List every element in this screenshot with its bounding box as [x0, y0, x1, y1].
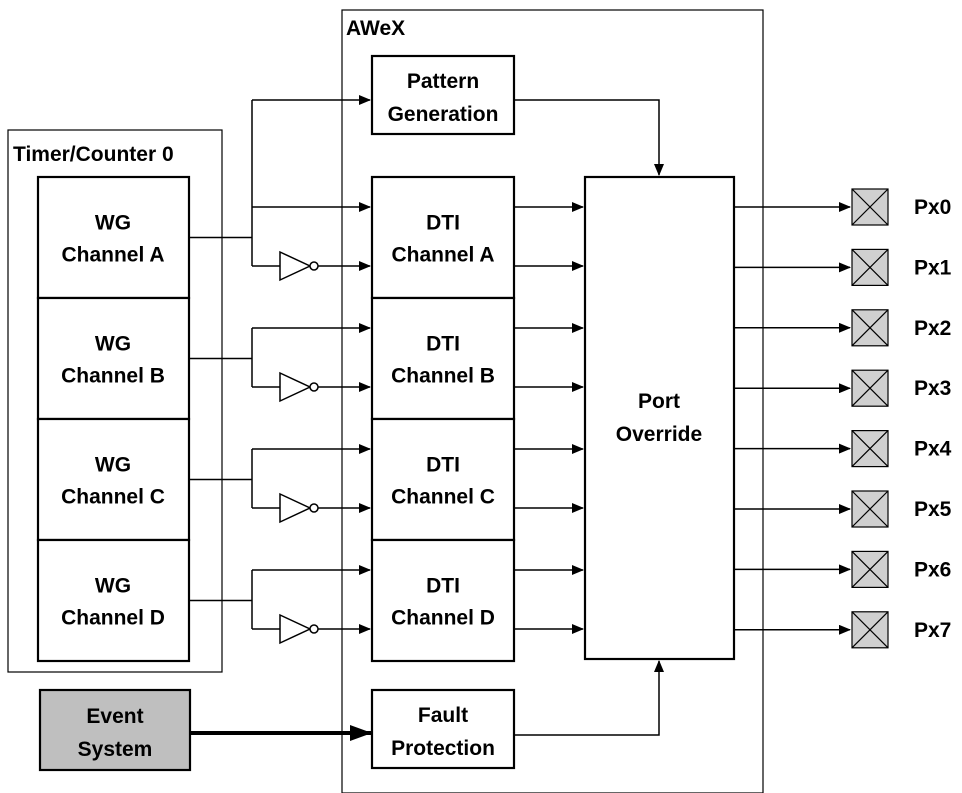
channel-rows: WG Channel A DTI Channel A WG Channel B DTI Cha… — [36, 100, 584, 663]
dti-channel-b-label-2: Channel B — [391, 365, 495, 388]
pin-1-label: Px1 — [914, 256, 952, 279]
pin-3-label: Px3 — [914, 377, 951, 400]
wg-channel-a-block — [36, 175, 191, 300]
inverter-d-icon — [279, 613, 312, 645]
pin-5-cross-2 — [851, 490, 889, 528]
dti-channel-a-block — [370, 175, 516, 300]
pattern-generation-block — [370, 54, 516, 136]
timer-counter-label: Timer/Counter 0 — [13, 143, 174, 166]
inverter-c-bubble — [309, 503, 319, 513]
wg-channel-b-block — [36, 296, 191, 421]
wg-channel-b-label-2: Channel B — [61, 365, 165, 388]
pin-6-cross-2 — [851, 550, 889, 588]
pattern-generation-label-1: Pattern — [407, 70, 479, 93]
dti-channel-a-label-1: DTI — [426, 212, 460, 235]
inverter-d-bubble — [309, 624, 319, 634]
timer-counter-group — [7, 129, 223, 673]
dti-channel-d-label-1: DTI — [426, 575, 460, 598]
event-system-block — [38, 688, 192, 772]
port-override-label-2: Override — [616, 423, 702, 446]
fault-protection-label-2: Protection — [391, 737, 495, 760]
port-override-label-1: Port — [638, 390, 680, 413]
awex-label: AWeX — [346, 17, 405, 40]
dti-channel-c-label-1: DTI — [426, 454, 460, 477]
event-system-label-2: System — [78, 738, 153, 761]
fault-to-port-arrow — [514, 660, 664, 736]
wg-channel-d-label-2: Channel D — [61, 607, 165, 630]
inverter-a-icon — [279, 250, 312, 282]
awex-group — [341, 9, 764, 793]
pin-5-label: Px5 — [914, 498, 952, 521]
wg-channel-d-block — [36, 538, 191, 663]
pattern-generation-label-2: Generation — [388, 103, 499, 126]
dti-channel-d-label-2: Channel D — [391, 607, 495, 630]
inverter-b-bubble — [309, 382, 319, 392]
fault-protection-label-1: Fault — [418, 704, 468, 727]
dti-channel-c-block — [370, 417, 516, 542]
pin-4-label: Px4 — [914, 438, 952, 461]
pin-0-label: Px0 — [914, 196, 951, 219]
inverter-a-bubble — [309, 261, 319, 271]
dti-channel-c-label-2: Channel C — [391, 486, 495, 509]
dti-channel-b-label-1: DTI — [426, 333, 460, 356]
pin-4-cross-2 — [851, 430, 889, 468]
fault-protection-block — [370, 688, 516, 770]
event-system-label-1: Event — [86, 705, 143, 728]
port-override-block — [583, 175, 736, 661]
wg-channel-c-block — [36, 417, 191, 542]
inverter-c-icon — [279, 492, 312, 524]
pin-2-label: Px2 — [914, 317, 951, 340]
inverter-b-icon — [279, 371, 312, 403]
pin-7-cross-2 — [851, 611, 889, 649]
wg-channel-c-label-2: Channel C — [61, 486, 165, 509]
pin-7-label: Px7 — [914, 619, 951, 642]
pin-2-cross-2 — [851, 309, 889, 347]
wg-channel-b-label-1: WG — [95, 333, 131, 356]
pin-0-cross-2 — [851, 188, 889, 226]
wg-channel-d-label-1: WG — [95, 575, 131, 598]
pattern-to-port-arrow — [514, 99, 664, 176]
dti-channel-b-block — [370, 296, 516, 421]
dti-channel-d-block — [370, 538, 516, 663]
pin-3-cross-2 — [851, 369, 889, 407]
pin-1-cross-2 — [851, 248, 889, 286]
wg-channel-a-label-2: Channel A — [61, 244, 164, 267]
dti-channel-a-label-2: Channel A — [391, 244, 494, 267]
pin-6-label: Px6 — [914, 558, 951, 581]
wg-channel-a-label-1: WG — [95, 212, 131, 235]
wg-channel-c-label-1: WG — [95, 454, 131, 477]
